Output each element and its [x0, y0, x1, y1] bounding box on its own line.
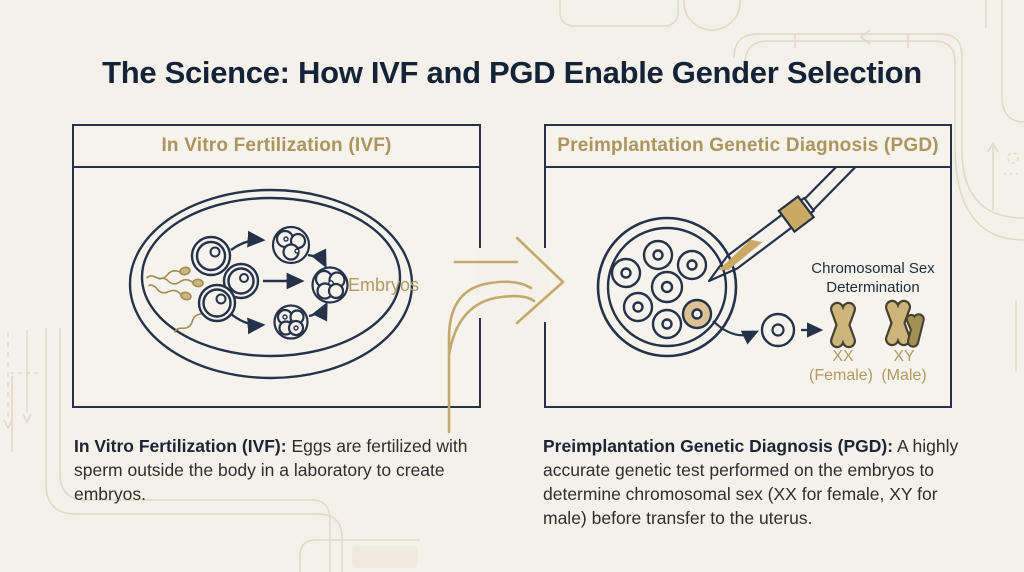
- chromosome-male-name-label: (Male): [881, 367, 927, 384]
- page-title: The Science: How IVF and PGD Enable Gend…: [102, 55, 922, 90]
- biopsy-pipette-icon: [707, 168, 857, 283]
- petri-dish-icon: [128, 188, 414, 380]
- embryo-icon: [311, 266, 349, 304]
- ivf-diagram-area: [74, 168, 479, 404]
- chromosome-female-code-label: XX: [832, 348, 854, 365]
- pgd-caption: Preimplantation Genetic Diagnosis (PGD):…: [543, 434, 967, 530]
- ivf-caption-term: In Vitro Fertilization (IVF):: [74, 436, 287, 456]
- pgd-caption-term: Preimplantation Genetic Diagnosis (PGD):: [543, 436, 894, 456]
- chromosome-xx-icon: [829, 301, 857, 349]
- ivf-panel: In Vitro Fertilization (IVF): [72, 124, 481, 408]
- biopsy-cell-highlight: [681, 298, 713, 330]
- chromosomal-sex-determination-label: Chromosomal Sex Determination: [811, 260, 935, 296]
- fertilization-arrows: [230, 230, 328, 335]
- egg-cell-icon: [222, 262, 260, 300]
- sperm-icon: [148, 284, 192, 301]
- chromosome-xy-icon: [884, 299, 925, 348]
- ivf-caption: In Vitro Fertilization (IVF): Eggs are f…: [74, 434, 476, 506]
- sperm-icon: [158, 277, 204, 288]
- pgd-caption-body: A highly accurate genetic test performed…: [543, 436, 959, 528]
- flow-arrow-icon: [447, 236, 565, 434]
- chromosome-male-code-label: XY: [893, 348, 915, 365]
- pgd-diagram: [596, 168, 925, 358]
- blastocyst-icon: [596, 216, 738, 358]
- egg-cell-icon: [197, 283, 237, 323]
- ivf-panel-title: In Vitro Fertilization (IVF): [74, 126, 479, 168]
- pgd-diagram-area: [546, 168, 951, 404]
- pgd-panel: Preimplantation Genetic Diagnosis (PGD): [544, 124, 952, 408]
- embryo-icon: [273, 304, 309, 340]
- embryos-group: [271, 225, 349, 340]
- pgd-panel-title: Preimplantation Genetic Diagnosis (PGD): [546, 126, 950, 168]
- embryo-icon: [271, 225, 311, 265]
- biopsy-arrow: [712, 320, 759, 345]
- ivf-diagram: [128, 188, 414, 380]
- egg-cells-group: [190, 235, 260, 323]
- single-cell-icon: [760, 312, 796, 348]
- egg-cell-icon: [190, 235, 232, 277]
- ivf-caption-body: Eggs are fertilized with sperm outside t…: [74, 436, 468, 504]
- chromosome-female-name-label: (Female): [808, 367, 873, 384]
- embryos-label: Embryos: [348, 275, 420, 295]
